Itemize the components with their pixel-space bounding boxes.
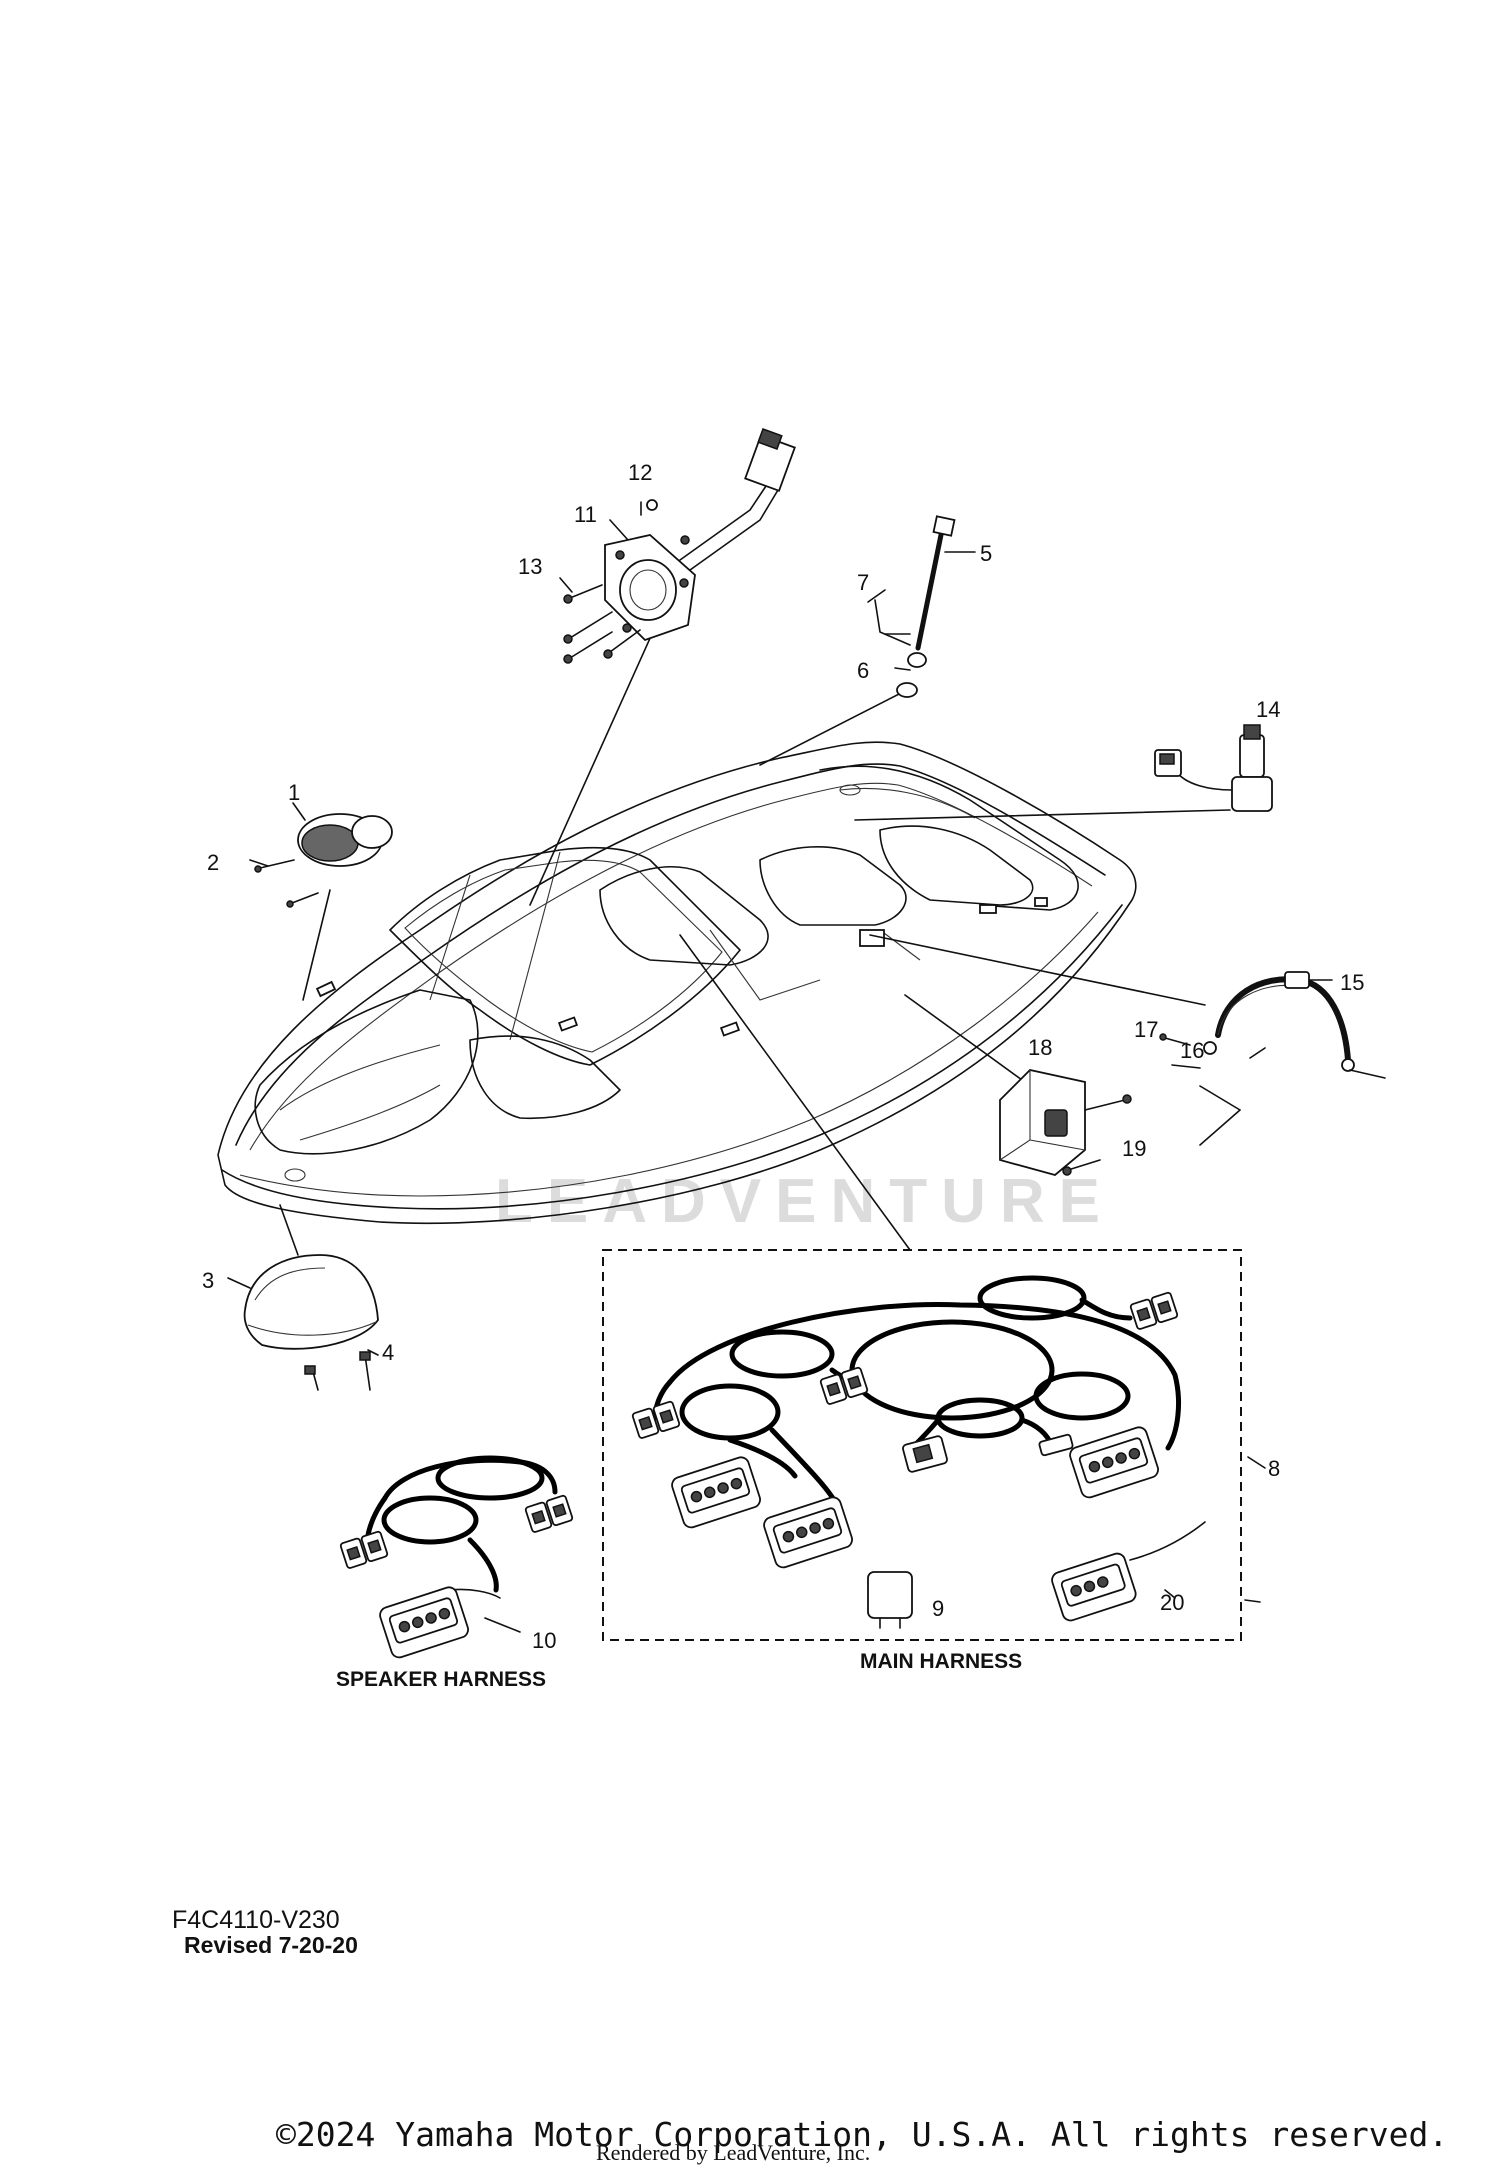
- callout-18: 18: [1028, 1035, 1052, 1060]
- callout-9: 9: [932, 1596, 944, 1621]
- callout-1: 1: [288, 780, 300, 805]
- copyright-notice: ©2024 Yamaha Motor Corporation, U.S.A. A…: [276, 2115, 1448, 2154]
- bracket-part-15: [1159, 971, 1386, 1079]
- revision-date: Revised 7-20-20: [184, 1932, 358, 1958]
- callout-6: 6: [857, 658, 869, 683]
- callout-5: 5: [980, 541, 992, 566]
- speaker-harness-caption: SPEAKER HARNESS: [336, 1668, 546, 1691]
- cover-part-3: [243, 1254, 379, 1391]
- callout-16: 16: [1180, 1038, 1204, 1063]
- rendered-by-credit: Rendered by LeadVenture, Inc.: [596, 2140, 870, 2165]
- speaker-grille-part-1: [254, 813, 393, 908]
- main-harness-connectors: [631, 1291, 1179, 1629]
- callout-2: 2: [207, 850, 219, 875]
- drawing-code: F4C4110-V230: [172, 1906, 340, 1934]
- main-harness-wires: [652, 1275, 1206, 1561]
- sensor-part-14: [1154, 724, 1273, 812]
- speaker-harness-connectors: [339, 1494, 574, 1659]
- antenna-assembly: [874, 515, 956, 698]
- boat-hull: [217, 741, 1137, 1225]
- callout-numbers: 1 2 3 4 5 6 7 8 9 10 11 12 13 14 15 16 1…: [202, 460, 1364, 1653]
- callout-14: 14: [1256, 697, 1280, 722]
- callout-11: 11: [574, 502, 597, 527]
- callout-13: 13: [518, 554, 542, 579]
- callout-3: 3: [202, 1268, 214, 1293]
- watermark: LEADVENTURE: [495, 1167, 1114, 1236]
- main-harness-frame: [602, 1249, 1242, 1641]
- callout-17: 17: [1134, 1017, 1158, 1042]
- callout-15: 15: [1340, 970, 1364, 995]
- leader-lines: [227, 501, 1333, 1633]
- callout-20: 20: [1160, 1590, 1184, 1615]
- speaker-mount-assembly: [563, 428, 796, 664]
- callout-12: 12: [628, 460, 652, 485]
- callout-10: 10: [532, 1628, 556, 1653]
- callout-19: 19: [1122, 1136, 1146, 1161]
- module-part-18: [999, 1069, 1132, 1176]
- speaker-harness-wires: [365, 1455, 558, 1599]
- callout-8: 8: [1268, 1456, 1280, 1481]
- callout-4: 4: [382, 1340, 394, 1365]
- callout-7: 7: [857, 570, 869, 595]
- main-harness-caption: MAIN HARNESS: [860, 1650, 1022, 1673]
- relay-part-9: [867, 1571, 913, 1619]
